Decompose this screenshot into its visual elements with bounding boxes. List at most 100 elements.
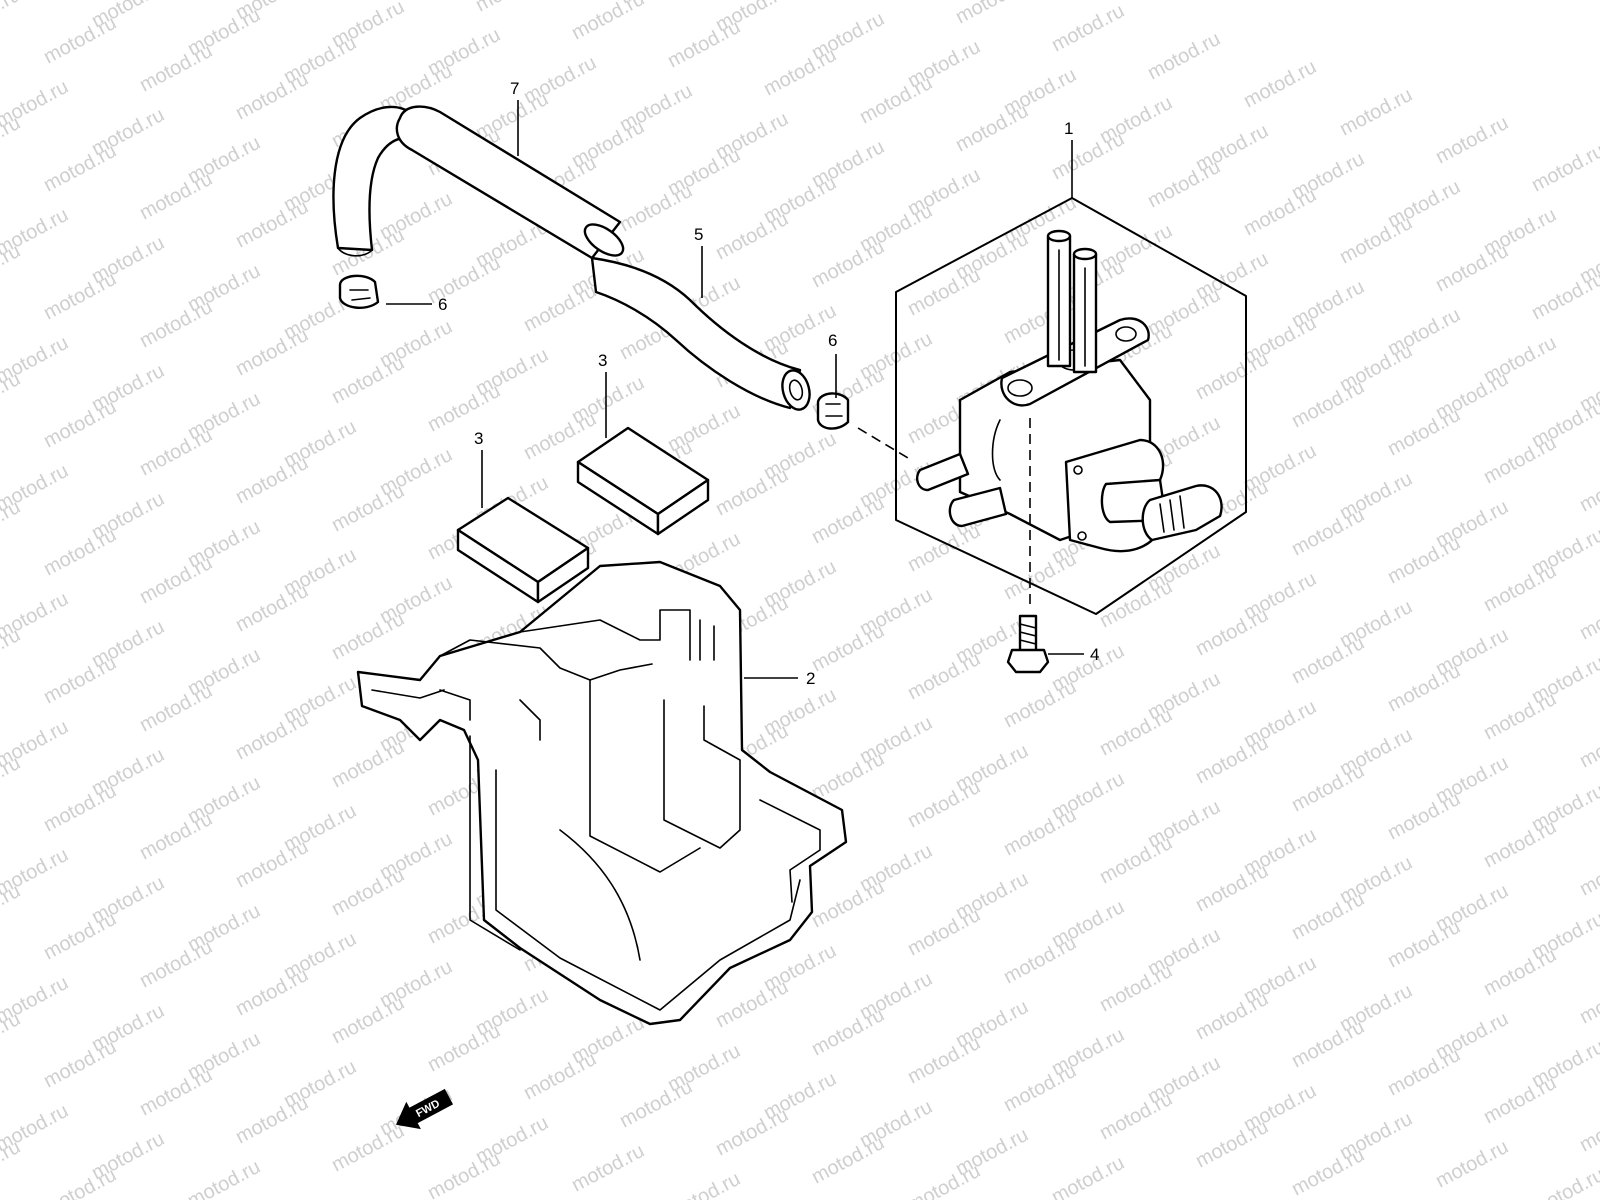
callout-5: 5	[694, 225, 703, 244]
watermark-text: motod.ru	[1096, 704, 1176, 760]
hose-part-7[interactable]	[332, 105, 628, 262]
watermark-text: motod.ru	[232, 580, 312, 636]
watermark-text: motod.ru	[232, 836, 312, 892]
watermark-text: motod.ru	[472, 0, 552, 16]
watermark-text: motod.ru	[568, 0, 648, 44]
callout-3-lower: 3	[474, 429, 483, 448]
watermark-text: motod.ru	[808, 492, 888, 548]
watermark-text: motod.ru	[1384, 916, 1464, 972]
watermark-text: motod.ru	[1288, 760, 1368, 816]
watermark-text: motod.ru	[808, 876, 888, 932]
fuel-cock-part-1[interactable]	[895, 197, 1247, 615]
watermark-text: motod.ru	[1480, 944, 1560, 1000]
watermark-text: motod.ru	[1528, 140, 1600, 196]
watermark-text: motod.ru	[232, 196, 312, 252]
callout-3-upper: 3	[598, 351, 607, 370]
clamp-part-6-left[interactable]	[338, 274, 380, 309]
watermark-text: motod.ru	[520, 280, 600, 336]
leader-lines	[386, 100, 1084, 679]
callout-6-right: 6	[828, 331, 837, 350]
watermark-text: motod.ru	[904, 1160, 984, 1200]
watermark-text: motod.ru	[1144, 28, 1224, 84]
watermark-text: motod.ru	[1576, 972, 1600, 1028]
watermark-text: motod.ru	[40, 12, 120, 68]
watermark-text: motod.ru	[712, 1104, 792, 1160]
watermark-text: motod.ru	[1480, 688, 1560, 744]
watermark-text: motod.ru	[136, 40, 216, 96]
watermark-text: motod.ru	[1048, 128, 1128, 184]
watermark-text: motod.ru	[1096, 832, 1176, 888]
watermark-text: motod.ru	[1384, 404, 1464, 460]
watermark-text: motod.ru	[232, 964, 312, 1020]
watermark-text: motod.ru	[136, 552, 216, 608]
assembly-line-clamp-to-cock	[857, 427, 909, 459]
watermark-text: motod.ru	[1432, 112, 1512, 168]
watermark-text: motod.ru	[232, 1092, 312, 1148]
callout-2: 2	[806, 669, 815, 688]
watermark-text: motod.ru	[1480, 816, 1560, 872]
watermark-text: motod.ru	[136, 936, 216, 992]
watermark-text: motod.ru	[40, 268, 120, 324]
watermark-text: motod.ru	[136, 808, 216, 864]
tray-part-2[interactable]	[356, 560, 848, 1026]
watermark-text: motod.ru	[1240, 56, 1320, 112]
watermark-text: motod.ru	[616, 180, 696, 236]
watermark-text: motod.ru	[808, 620, 888, 676]
watermark-text: motod.ru	[1480, 560, 1560, 616]
watermark-text: motod.ru	[328, 608, 408, 664]
watermark-text: motod.ru	[1576, 588, 1600, 644]
watermark-text: motod.ru	[328, 736, 408, 792]
watermark-text: motod.ru	[568, 1140, 648, 1196]
watermark-text: motod.ru	[1192, 348, 1272, 404]
watermark-text: motod.ru	[136, 424, 216, 480]
watermark-text: motod.ru	[904, 1032, 984, 1088]
watermark-text: motod.ru	[40, 652, 120, 708]
watermark-text: motod.ru	[424, 380, 504, 436]
watermark-text: motod.ru	[1000, 548, 1080, 604]
watermark-text: motod.ru	[424, 252, 504, 308]
watermark-text: motod.ru	[1096, 576, 1176, 632]
watermark-text: motod.ru	[136, 168, 216, 224]
cushion-part-3-lower[interactable]	[456, 496, 590, 604]
clamp-part-6-right[interactable]	[816, 392, 850, 430]
watermark-text: motod.ru	[1288, 1144, 1368, 1200]
watermark-text: motod.ru	[1288, 376, 1368, 432]
bolt-part-4[interactable]	[1006, 614, 1050, 674]
watermark-text: motod.ru	[1384, 788, 1464, 844]
watermark-text: motod.ru	[40, 140, 120, 196]
watermark-text: motod.ru	[136, 680, 216, 736]
watermark-text: motod.ru	[1576, 844, 1600, 900]
watermark-text: motod.ru	[40, 524, 120, 580]
watermark-text: motod.ru	[1336, 84, 1416, 140]
watermark-text: motod.ru	[424, 1020, 504, 1076]
watermark-text: motod.ru	[904, 648, 984, 704]
watermark-text: motod.ru	[328, 1120, 408, 1176]
watermark-text: motod.ru	[1000, 1060, 1080, 1116]
watermark-text: motod.ru	[1288, 632, 1368, 688]
watermark-text: motod.ru	[1096, 960, 1176, 1016]
cushion-part-3-upper[interactable]	[576, 426, 710, 536]
watermark-text: motod.ru	[1480, 1072, 1560, 1128]
watermark-text: motod.ru	[1576, 1100, 1600, 1156]
hose-part-5[interactable]	[590, 256, 814, 413]
watermark-text: motod.ru	[1144, 156, 1224, 212]
watermark-text: motod.ru	[808, 236, 888, 292]
watermark-text: motod.ru	[136, 296, 216, 352]
watermark-text: motod.ru	[1000, 932, 1080, 988]
watermark-text: motod.ru	[1528, 268, 1600, 324]
watermark-text: motod.ru	[1192, 988, 1272, 1044]
watermark-text: motod.ru	[232, 452, 312, 508]
watermark-text: motod.ru	[1192, 732, 1272, 788]
watermark-text: motod.ru	[232, 708, 312, 764]
watermark-text: motod.ru	[1576, 460, 1600, 516]
watermark-text: motod.ru	[712, 464, 792, 520]
watermark-text: motod.ru	[40, 396, 120, 452]
watermark-text: motod.ru	[184, 1156, 264, 1200]
watermark-text: motod.ru	[424, 1148, 504, 1200]
watermark-text: motod.ru	[1336, 212, 1416, 268]
watermark-text: motod.ru	[1048, 0, 1128, 56]
watermark-text: motod.ru	[328, 992, 408, 1048]
watermark-text: motod.ru	[808, 1132, 888, 1188]
